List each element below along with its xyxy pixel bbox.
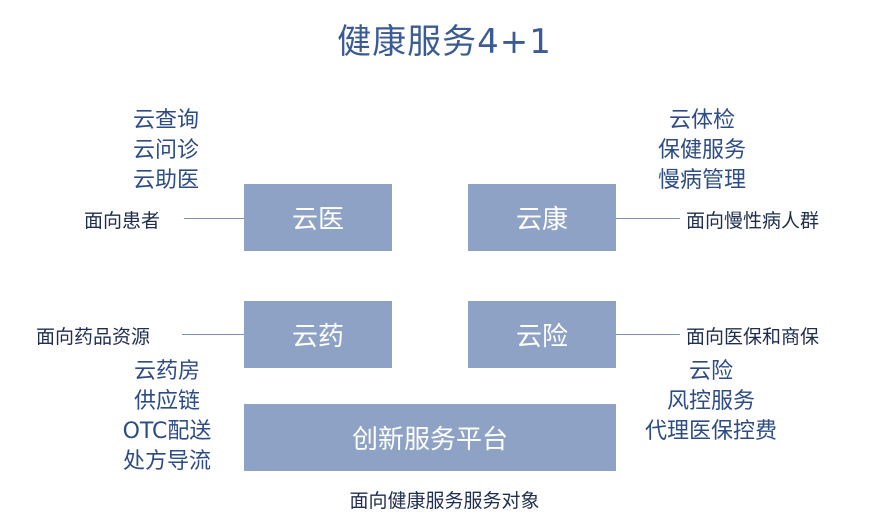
yunyao-box: 云药 — [244, 301, 392, 368]
yunxian-audience-label: 面向医保和商保 — [686, 326, 820, 348]
yunyi-box: 云医 — [244, 184, 392, 251]
yunxian-connector-line — [616, 334, 680, 335]
list-item: 云险 — [688, 359, 733, 384]
yunkang-connector-line — [616, 218, 680, 219]
list-item: 风控服务 — [666, 389, 755, 414]
yunyi-audience-label: 面向患者 — [84, 210, 161, 232]
yunkang-box: 云康 — [468, 184, 616, 251]
list-item: 云助医 — [132, 168, 199, 193]
list-item: 代理医保控费 — [644, 419, 777, 444]
list-item: 慢病管理 — [657, 168, 746, 193]
list-item: 供应链 — [133, 389, 200, 414]
platform-audience-label: 面向健康服务服务对象 — [349, 490, 540, 512]
list-item: OTC配送 — [122, 419, 212, 444]
platform-box: 创新服务平台 — [244, 404, 616, 471]
list-item: 云查询 — [132, 108, 199, 133]
yunyao-audience-label: 面向药品资源 — [36, 326, 151, 348]
yunyi-service-list: 云查询 云问诊 云助医 — [130, 106, 202, 196]
list-item: 处方导流 — [122, 449, 211, 474]
yunkang-service-list: 云体检 保健服务 慢病管理 — [652, 106, 752, 196]
yunyao-connector-line — [182, 334, 244, 335]
yunyao-service-list: 云药房 供应链 OTC配送 处方导流 — [112, 357, 222, 477]
list-item: 保健服务 — [657, 138, 746, 163]
yunxian-service-list: 云险 风控服务 代理医保控费 — [636, 357, 786, 447]
list-item: 云体检 — [668, 108, 735, 133]
yunxian-box: 云险 — [468, 301, 616, 368]
yunyi-connector-line — [184, 218, 244, 219]
list-item: 云药房 — [133, 359, 200, 384]
diagram-title: 健康服务4+1 — [337, 22, 552, 62]
yunkang-audience-label: 面向慢性病人群 — [686, 210, 820, 232]
list-item: 云问诊 — [132, 138, 199, 163]
